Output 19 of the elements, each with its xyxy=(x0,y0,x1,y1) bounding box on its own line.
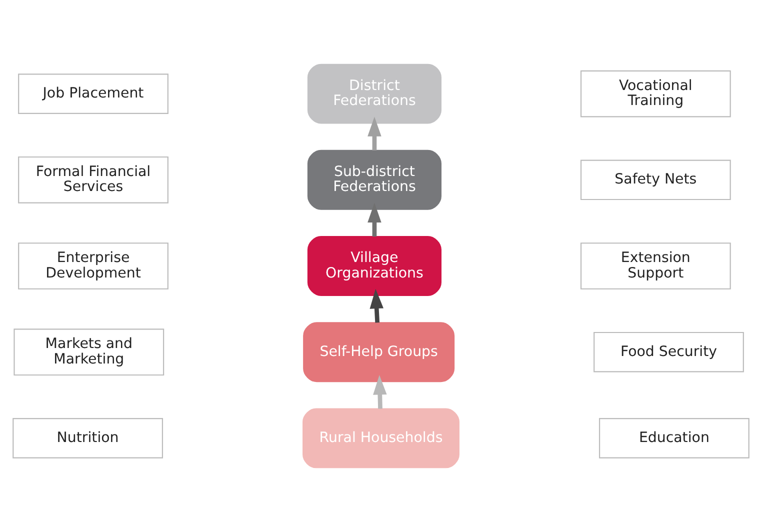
node-box: Sub-district Federations xyxy=(307,149,442,210)
arrow xyxy=(370,288,384,322)
arrow xyxy=(373,374,387,408)
node-box: Village Organizations xyxy=(307,236,442,296)
node-box: Markets and Marketing xyxy=(14,328,164,376)
node-box: Rural Households xyxy=(302,408,460,468)
arrow xyxy=(368,202,382,236)
node-box: Formal Financial Services xyxy=(18,156,168,203)
node-box: Nutrition xyxy=(12,418,163,458)
node-box: Extension Support xyxy=(580,242,731,289)
node-box: Job Placement xyxy=(18,73,168,114)
node-box: Food Security xyxy=(594,331,744,372)
node-box: Safety Nets xyxy=(580,159,731,200)
node-box: Vocational Training xyxy=(580,70,731,117)
node-box: Education xyxy=(599,418,750,458)
node-box: Self-Help Groups xyxy=(303,322,455,382)
node-box: District Federations xyxy=(307,63,442,124)
arrow xyxy=(368,116,382,150)
node-box: Enterprise Development xyxy=(18,242,168,289)
